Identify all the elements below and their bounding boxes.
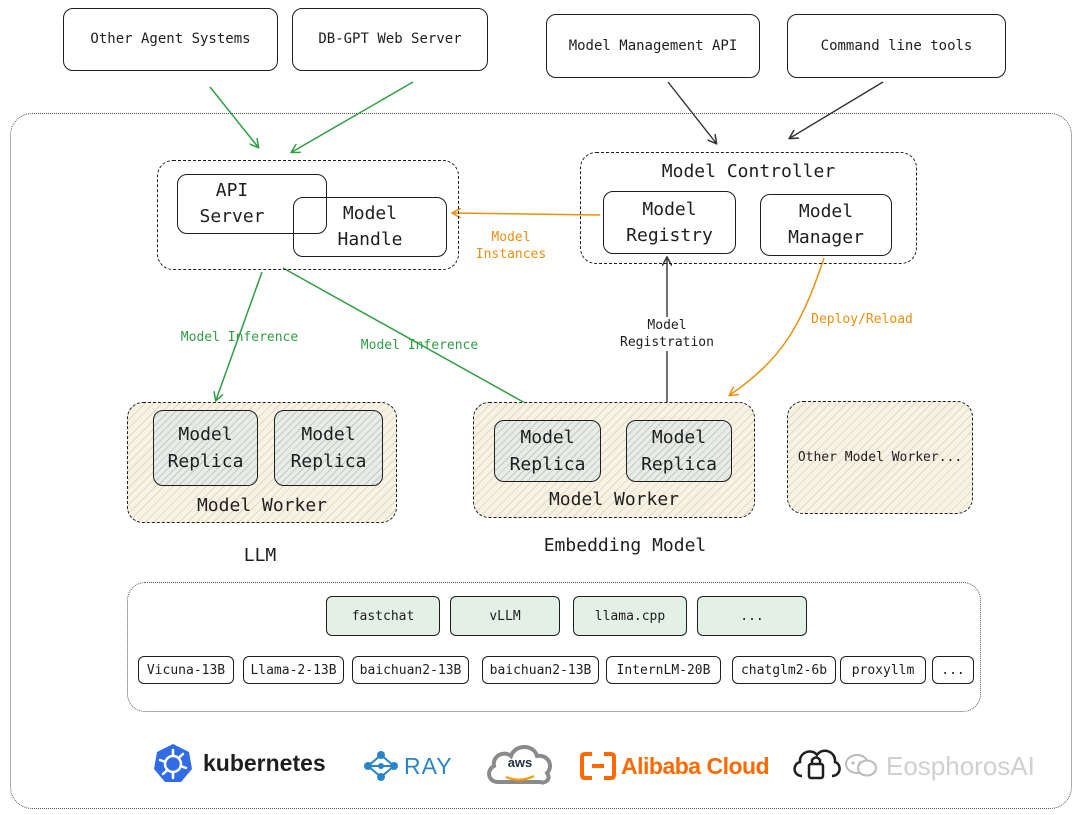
model-handle-box: Model Handle <box>293 197 447 257</box>
api-server-label: API Server <box>199 180 265 227</box>
ray-wordmark: RAY <box>404 752 453 779</box>
arrow-cli-to-controller <box>790 81 884 138</box>
model-llama-2-13b: Llama-2-13B <box>243 656 344 684</box>
embedding-model-replica-2: Model Replica <box>626 420 732 482</box>
kubernetes-wordmark: kubernetes <box>203 749 326 776</box>
command-line-tools-label: Command line tools <box>820 37 973 54</box>
framework-more: ... <box>697 596 807 636</box>
model-registration-label: Model Registration <box>612 317 722 351</box>
arrow-model-instances <box>453 213 601 215</box>
other-agent-systems-box: Other Agent Systems <box>63 8 278 71</box>
model-inference-llm-label: Model Inference <box>180 330 299 345</box>
kubernetes-logo: kubernetes <box>152 741 326 785</box>
llm-caption: LLM <box>243 545 277 566</box>
model-management-api-box: Model Management API <box>546 14 760 78</box>
other-model-worker-label: Other Model Worker... <box>797 450 963 465</box>
arrow-inference-embedding <box>282 267 552 418</box>
aws-wordmark: aws <box>507 755 533 770</box>
model-manager-label: Model Manager <box>788 201 864 248</box>
framework-fastchat: fastchat <box>326 596 440 636</box>
other-agent-systems-label: Other Agent Systems <box>90 31 251 47</box>
cloud-lock-icon <box>793 749 841 780</box>
model-more: ... <box>932 656 974 684</box>
deployment-boundary <box>10 113 1072 809</box>
model-controller-group <box>580 152 917 264</box>
embedding-model-caption: Embedding Model <box>543 535 707 556</box>
secure-cloud-logo <box>790 742 842 784</box>
eosphorosai-wordmark: EosphorosAI <box>886 750 1035 781</box>
model-registry-label: Model Registry <box>626 198 713 246</box>
framework-llama-cpp: llama.cpp <box>573 596 687 636</box>
embedding-model-worker-label: Model Worker <box>548 489 680 510</box>
llm-model-replica-2: Model Replica <box>274 410 383 486</box>
arrow-webserver-to-api <box>292 81 414 152</box>
ray-logo: RAY <box>362 746 453 786</box>
model-baichuan2-13b-b: baichuan2-13B <box>482 656 599 684</box>
model-proxyllm: proxyllm <box>840 656 926 684</box>
db-gpt-web-server-label: DB-GPT Web Server <box>318 31 462 47</box>
db-gpt-web-server-box: DB-GPT Web Server <box>292 8 488 71</box>
arrow-agents-to-api <box>209 86 258 147</box>
model-management-api-label: Model Management API <box>568 37 738 54</box>
model-handle-label: Model Handle <box>337 203 403 250</box>
llm-model-replica-1: Model Replica <box>153 410 258 486</box>
alibaba-bracket-icon <box>580 752 616 780</box>
model-chatglm2-6b: chatglm2-6b <box>732 656 836 684</box>
command-line-tools-box: Command line tools <box>787 14 1006 78</box>
model-baichuan2-13b-a: baichuan2-13B <box>352 656 469 684</box>
aws-cloud-icon <box>487 745 552 785</box>
model-registry-box: Model Registry <box>603 191 736 254</box>
model-vicuna-13b: Vicuna-13B <box>138 656 234 684</box>
chat-bubble-icon <box>845 754 877 777</box>
deploy-reload-label: Deploy/Reload <box>811 312 913 327</box>
arrow-deploy-reload <box>730 257 825 395</box>
model-instances-label: Model Instances <box>475 230 547 262</box>
framework-vllm: vLLM <box>450 596 560 636</box>
alibaba-cloud-wordmark: Alibaba Cloud <box>621 752 770 779</box>
aws-logo: aws <box>484 740 556 786</box>
frameworks-models-container <box>127 582 981 712</box>
kubernetes-helm-icon <box>154 744 192 782</box>
model-manager-box: Model Manager <box>760 194 892 256</box>
api-server-group <box>157 160 459 270</box>
eosphorosai-watermark: EosphorosAI <box>844 748 1035 784</box>
embedding-model-replica-1: Model Replica <box>494 420 601 482</box>
alibaba-cloud-logo: Alibaba Cloud <box>580 748 770 784</box>
model-controller-title: Model Controller <box>661 161 836 182</box>
other-model-worker: Other Model Worker... <box>787 401 973 514</box>
llm-model-worker-label: Model Worker <box>196 495 328 516</box>
ray-network-icon <box>364 751 398 781</box>
api-server-box: API Server <box>177 174 327 234</box>
arrow-modelapi-to-controller <box>667 81 716 143</box>
model-inference-embedding-label: Model Inference <box>360 338 479 353</box>
arrow-inference-llm <box>216 271 263 400</box>
model-internlm-20b: InternLM-20B <box>606 656 721 684</box>
